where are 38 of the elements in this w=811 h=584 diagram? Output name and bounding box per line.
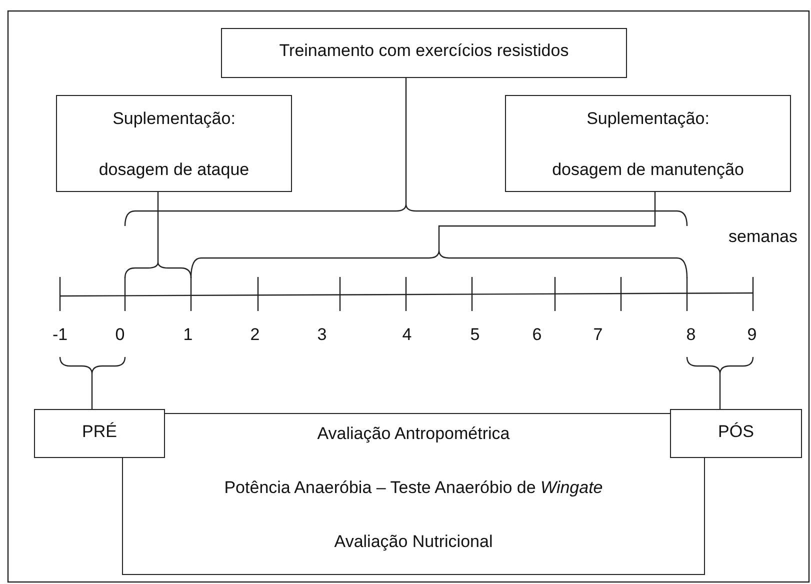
week-number: 4: [402, 325, 412, 346]
text-box: [56, 95, 292, 192]
box-text: PÓS: [718, 422, 754, 442]
bracket: [124, 203, 688, 227]
leader-line: [438, 192, 656, 250]
leader-line: [719, 374, 721, 409]
box-text: dosagem de ataque: [98, 160, 250, 180]
week-number: -1: [52, 325, 68, 346]
leader-line: [91, 374, 93, 409]
week-number: 5: [470, 325, 480, 346]
week-number: 0: [115, 325, 125, 346]
text-box: [34, 409, 165, 458]
week-number: 6: [532, 325, 542, 346]
box-text: Treinamento com exercícios resistidos: [279, 41, 569, 62]
leader-line: [405, 78, 407, 204]
box-text: Suplementação:: [112, 109, 236, 130]
leader-line: [157, 192, 159, 262]
text-box: [670, 409, 802, 458]
week-number: 8: [686, 325, 696, 346]
text-box: [505, 95, 791, 192]
box-text: Potência Anaeróbia – Teste Anaeróbio de Wingate: [224, 478, 603, 498]
box-text: Suplementação:: [586, 109, 710, 130]
box-text: PRÉ: [82, 422, 117, 442]
text-box: [221, 28, 627, 78]
week-number: 1: [183, 325, 193, 346]
box-text: Avaliação Antropométrica: [317, 424, 510, 444]
bracket: [686, 356, 754, 375]
box-text: Avaliação Nutricional: [334, 532, 493, 552]
week-number: 7: [593, 325, 603, 346]
bracket: [190, 249, 688, 279]
bracket: [59, 356, 126, 375]
box-text: dosagem de manutenção: [552, 160, 744, 180]
bracket: [124, 261, 192, 279]
text-box: [122, 413, 705, 575]
week-number: 2: [250, 325, 260, 346]
week-number: 9: [747, 325, 757, 346]
axis-unit-label: semanas: [728, 227, 798, 248]
week-number: 3: [317, 325, 327, 346]
